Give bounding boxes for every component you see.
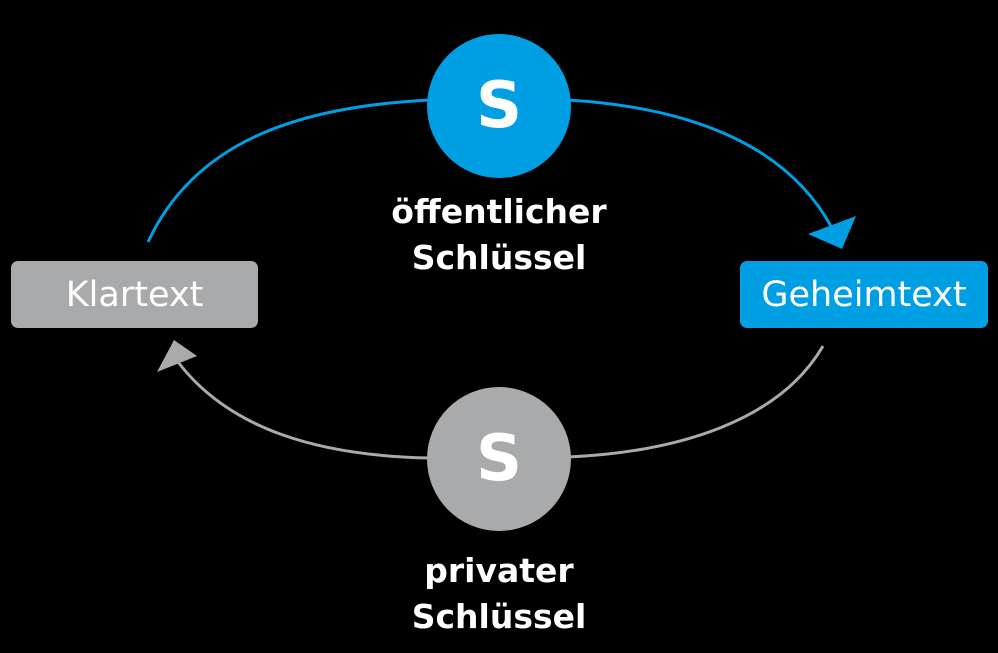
public-key-label-line2: Schlüssel (411, 238, 587, 277)
encrypt-arrowhead (808, 216, 856, 249)
public-key-label: öffentlicher Schlüssel (349, 189, 649, 281)
decrypt-arrowhead (157, 340, 197, 372)
ciphertext-box: Geheimtext (740, 261, 988, 328)
encrypt-arc-right (567, 98, 834, 229)
decrypt-arc (567, 345, 825, 459)
public-key-icon: S (427, 34, 571, 178)
public-key-label-line1: öffentlicher (391, 192, 607, 231)
plaintext-label: Klartext (65, 274, 204, 315)
public-key-symbol: S (475, 69, 523, 143)
plaintext-box: Klartext (11, 261, 258, 328)
private-key-label-line1: privater (424, 551, 574, 590)
private-key-label-line2: Schlüssel (411, 597, 587, 636)
private-key-symbol: S (475, 422, 523, 496)
encrypt-arc (146, 98, 431, 243)
ciphertext-label: Geheimtext (761, 274, 967, 315)
private-key-label: privater Schlüssel (349, 548, 649, 640)
decrypt-arc-left (176, 361, 431, 460)
private-key-icon: S (427, 387, 571, 531)
